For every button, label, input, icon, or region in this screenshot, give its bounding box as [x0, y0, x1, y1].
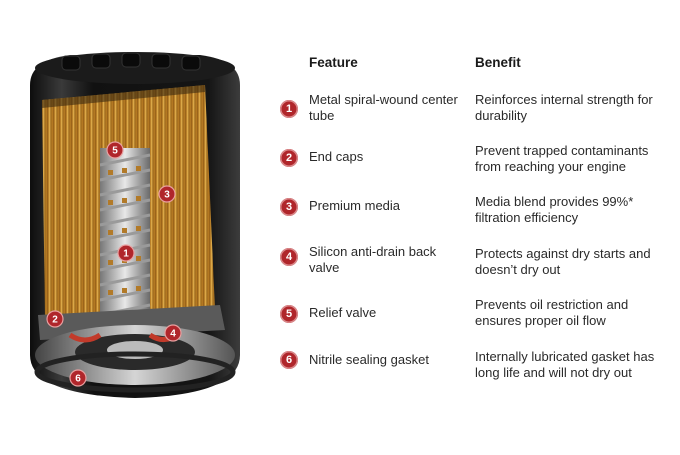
number-badge: 2 — [280, 149, 298, 167]
callout-badge-6: 6 — [69, 369, 87, 387]
benefit-text: Prevent trapped contaminants from reachi… — [475, 143, 649, 174]
svg-text:4: 4 — [170, 329, 176, 340]
callout-badge-5: 5 — [106, 141, 124, 159]
feature-text: Silicon anti-drain back valve — [309, 244, 437, 275]
benefit-text: Protects against dry starts and doesn’t … — [475, 246, 651, 277]
oil-filter-cutaway-illustration: 1 2 3 4 5 6 — [30, 52, 240, 398]
feature-text: Relief valve — [309, 305, 377, 320]
number-badge: 1 — [280, 100, 298, 118]
number-badge: 6 — [280, 351, 298, 369]
svg-text:6: 6 — [75, 374, 81, 385]
benefit-column-header: Benefit — [475, 55, 521, 70]
svg-text:1: 1 — [123, 249, 129, 260]
svg-text:2: 2 — [52, 315, 58, 326]
svg-text:3: 3 — [164, 190, 170, 201]
number-badge: 5 — [280, 305, 298, 323]
number-badge: 4 — [280, 248, 298, 266]
feature-text: End caps — [309, 149, 364, 164]
feature-text: Metal spiral-wound center tube — [309, 92, 458, 123]
callout-badge-4: 4 — [164, 324, 182, 342]
benefit-text: Reinforces internal strength for durabil… — [475, 92, 653, 123]
callout-badge-2: 2 — [46, 310, 64, 328]
callout-badge-3: 3 — [158, 185, 176, 203]
benefit-text: Prevents oil restriction and ensures pro… — [475, 297, 629, 328]
feature-text: Premium media — [309, 198, 401, 213]
benefit-text: Media blend provides 99%* filtration eff… — [475, 194, 634, 225]
number-badge: 3 — [280, 198, 298, 216]
feature-text: Nitrile sealing gasket — [309, 352, 429, 367]
callout-badge-1: 1 — [117, 244, 135, 262]
feature-column-header: Feature — [309, 55, 358, 70]
svg-text:5: 5 — [112, 146, 118, 157]
benefit-text: Internally lubricated gasket has long li… — [475, 349, 655, 380]
